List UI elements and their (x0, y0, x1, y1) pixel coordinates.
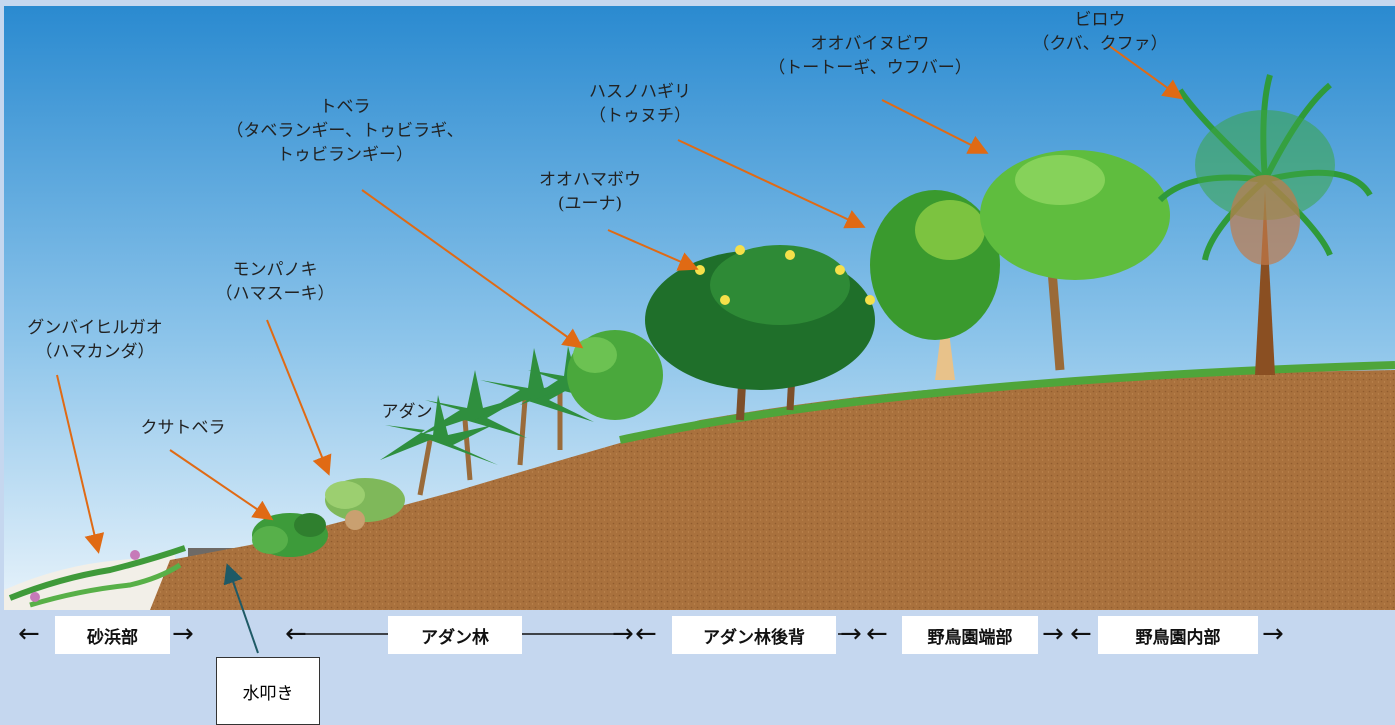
zone-park-inner: 野鳥園内部 (1098, 616, 1258, 654)
zone-adan: アダン林 (388, 616, 522, 654)
tobera-local-2: トゥビランギー） (277, 145, 413, 165)
arrow-left-park-edge: ← (866, 619, 888, 649)
arrow-biro (1107, 44, 1184, 100)
arrow-left-beach: ← (18, 619, 40, 649)
monpanoki-name: モンパノキ (232, 260, 318, 280)
leader-arrows (56, 44, 1184, 554)
gunbai-name: グンバイヒルガオ (27, 318, 163, 338)
zone-park-edge: 野鳥園端部 (902, 616, 1038, 654)
arrow-left-park-inner: ← (1070, 619, 1092, 649)
oobainubiwa-tree (980, 150, 1170, 371)
label-biro: ビロウ （クバ、クファ） (1030, 8, 1170, 56)
hasunohagiri-tree (870, 190, 1000, 380)
zone-adan-back: アダン林後背 (672, 616, 836, 654)
label-gunbai: グンバイヒルガオ （ハマカンダ） (5, 316, 185, 364)
zone-beach: 砂浜部 (55, 616, 170, 654)
hasunohagiri-name: ハスノハギリ (589, 82, 691, 102)
biro-local: （クバ、クファ） (1032, 34, 1168, 54)
label-adan: アダン (372, 400, 442, 424)
label-monpanoki: モンパノキ （ハマスーキ） (205, 258, 345, 306)
arrow-oobainubiwa (881, 99, 989, 154)
soil-hill (150, 370, 1395, 610)
water-wall-label: 水叩き (216, 657, 320, 725)
arrow-right-beach: → (172, 619, 194, 649)
kusatobera-shrub (252, 513, 328, 557)
label-kusatobera: クサトベラ (118, 416, 248, 440)
oobainubiwa-local: （トートーギ、ウフバー） (768, 58, 972, 78)
arrow-kusatobera (169, 449, 274, 521)
arrow-tobera (361, 189, 584, 349)
gunbai-local: （ハマカンダ） (35, 342, 155, 362)
water-wall-text: 水叩き (242, 683, 294, 704)
biro-name: ビロウ (1074, 10, 1126, 30)
oobainubiwa-name: オオバイヌビワ (810, 34, 930, 54)
tobera-tree (567, 330, 663, 420)
adan-name: アダン (381, 402, 433, 422)
arrow-gunbai (56, 374, 105, 554)
arrow-right-adan-back: → (840, 619, 862, 649)
tobera-name: トベラ (319, 97, 371, 117)
arrow-right-park-inner: → (1262, 619, 1284, 649)
arrow-oohamabou (607, 229, 699, 271)
hasunohagiri-local: （トゥヌチ） (589, 106, 691, 126)
biro-palm (1157, 74, 1373, 375)
label-oobainubiwa: オオバイヌビワ （トートーギ、ウフバー） (755, 32, 985, 80)
tobera-local-1: （タベランギー、トゥビラギ、 (226, 121, 464, 141)
sand-beach (4, 555, 180, 610)
monpanoki-local: （ハマスーキ） (215, 284, 335, 304)
arrow-left-adan-back: ← (635, 619, 657, 649)
label-hasunohagiri: ハスノハギリ （トゥヌチ） (570, 80, 710, 128)
arrow-monpanoki (266, 319, 332, 476)
oohamabou-tree (645, 245, 875, 421)
kusatobera-name: クサトベラ (140, 418, 226, 438)
gunbai-vines (8, 545, 186, 608)
arrow-right-adan: → (612, 619, 634, 649)
arrow-water-wall (223, 563, 259, 654)
arrow-right-park-edge: → (1042, 619, 1064, 649)
arrow-hasunohagiri (677, 139, 866, 229)
label-oohamabou: オオハマボウ (ユーナ) (520, 168, 660, 216)
oohamabou-name: オオハマボウ (539, 170, 641, 190)
label-tobera: トベラ （タベランギー、トゥビラギ、 トゥビランギー） (215, 95, 475, 167)
monpanoki-shrub (325, 478, 405, 530)
oohamabou-local: (ユーナ) (557, 194, 623, 214)
arrow-left-adan: ← (285, 619, 307, 649)
